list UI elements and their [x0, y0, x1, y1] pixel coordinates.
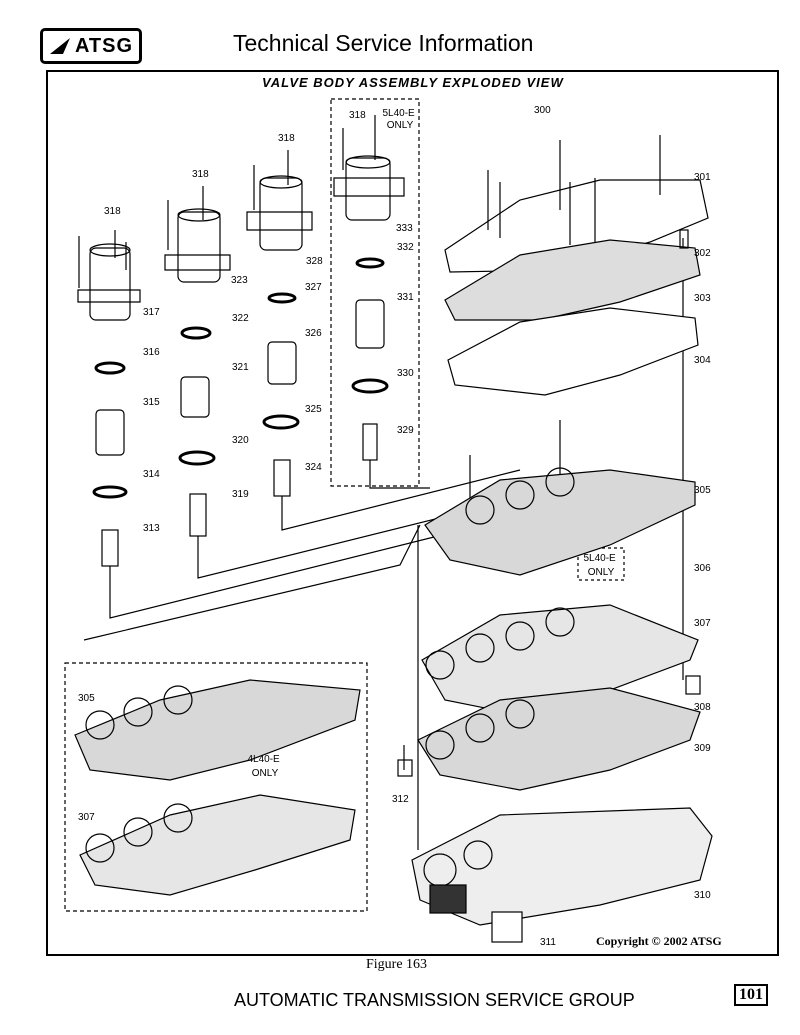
label-311: 311	[540, 937, 556, 948]
label-313: 313	[143, 523, 160, 534]
footer-org: AUTOMATIC TRANSMISSION SERVICE GROUP	[234, 990, 635, 1010]
solenoid-323	[164, 186, 231, 283]
figure-caption: Figure 163	[366, 957, 428, 972]
label-322: 322	[232, 313, 249, 324]
solenoid-333	[333, 115, 405, 221]
atsg-logo: ATSG	[40, 28, 142, 64]
label-318-c: 318	[278, 133, 295, 144]
label-327: 327	[305, 282, 322, 293]
label-325: 325	[305, 404, 322, 415]
label-305-4l40e: 305	[78, 693, 95, 704]
label-321: 321	[232, 362, 249, 373]
label-307-4l40e: 307	[78, 812, 95, 823]
label-309: 309	[694, 743, 711, 754]
solenoid-328	[246, 150, 313, 251]
label-308: 308	[694, 702, 711, 713]
label-310: 310	[694, 890, 711, 901]
page-title: Technical Service Information	[233, 30, 534, 56]
label-320: 320	[232, 435, 249, 446]
label-318-d: 318	[349, 110, 366, 121]
label-307: 307	[694, 618, 711, 629]
label-305: 305	[694, 485, 711, 496]
note-5l40e-mid: 5L40-E ONLY	[583, 553, 618, 578]
label-326: 326	[305, 328, 322, 339]
diagram-title: VALVE BODY ASSEMBLY EXPLODED VIEW	[262, 75, 564, 90]
page-number: 101	[734, 984, 768, 1006]
label-331: 331	[397, 292, 414, 303]
note-4l40e: 4L40-E ONLY	[247, 754, 282, 779]
logo-text: ATSG	[74, 34, 134, 57]
label-303: 303	[694, 293, 711, 304]
note-5l40e-top: 5L40-E ONLY	[382, 108, 417, 131]
label-324: 324	[305, 462, 322, 473]
label-301: 301	[694, 172, 711, 183]
note-5l40e-mid-line2: ONLY	[588, 567, 615, 578]
note-4l40e-line1: 4L40-E	[247, 754, 280, 765]
note-4l40e-line2: ONLY	[252, 768, 279, 779]
label-302: 302	[694, 248, 711, 259]
label-316: 316	[143, 347, 160, 358]
label-315: 315	[143, 397, 160, 408]
label-300: 300	[534, 105, 551, 116]
label-306: 306	[694, 563, 711, 574]
solenoid-317	[77, 230, 141, 321]
label-328: 328	[306, 256, 323, 267]
label-323: 323	[231, 275, 248, 286]
label-317: 317	[143, 307, 160, 318]
label-312: 312	[392, 794, 409, 805]
label-329: 329	[397, 425, 414, 436]
label-304: 304	[694, 355, 711, 366]
diagram-frame	[46, 70, 779, 956]
label-318-a: 318	[104, 206, 121, 217]
note-5l40e-mid-line1: 5L40-E	[583, 553, 616, 564]
logo-mark-icon	[49, 38, 70, 54]
label-318-b: 318	[192, 169, 209, 180]
copyright-notice: Copyright © 2002 ATSG	[596, 934, 722, 948]
note-5l40e-top-line2: ONLY	[387, 120, 414, 131]
label-332: 332	[397, 242, 414, 253]
label-333: 333	[396, 223, 413, 234]
exploded-view-diagram: 318 318 318 318 317 323 328 333 316 322 …	[64, 98, 713, 948]
label-314: 314	[143, 469, 160, 480]
label-319: 319	[232, 489, 249, 500]
note-5l40e-top-line1: 5L40-E	[382, 108, 415, 119]
label-330: 330	[397, 368, 414, 379]
